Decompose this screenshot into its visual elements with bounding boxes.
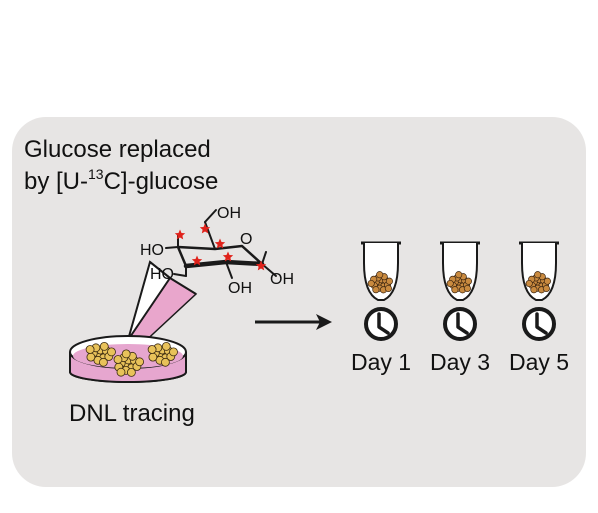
cell-cluster: [113, 349, 145, 377]
cell-pellet: [525, 271, 551, 294]
title-suffix: C]-glucose: [104, 168, 219, 195]
cell-clusters: [85, 341, 178, 377]
carbon-13-star: [174, 229, 186, 240]
carbon-13-markers: [174, 223, 267, 271]
panel-background: [12, 117, 586, 487]
panel-title-line1: Glucose replaced: [24, 136, 211, 163]
clock-icon: [364, 307, 398, 341]
cell-pellet: [446, 271, 472, 294]
label-ho-bottom-left: HO: [150, 266, 174, 283]
cell-pellet: [367, 271, 393, 294]
cell-cluster: [147, 341, 178, 367]
timepoint-label: Day 1: [351, 349, 411, 375]
label-oh-top: OH: [217, 205, 241, 222]
title-superscript: 13: [88, 166, 104, 182]
petri-dish-icon: [69, 335, 187, 383]
dish-caption: DNL tracing: [69, 400, 195, 427]
arrow-right-icon: [255, 314, 332, 330]
glucose-labels: OH HO HO OH OH O: [140, 205, 294, 297]
carbon-13-star: [255, 260, 267, 271]
timepoint-label: Day 5: [509, 349, 569, 375]
timepoint: Day 1: [351, 241, 411, 375]
title-prefix: by [U-: [24, 168, 88, 195]
label-ho-left: HO: [140, 242, 164, 259]
cell-cluster: [85, 341, 116, 367]
label-oh-bottom: OH: [228, 280, 252, 297]
carbon-13-star: [199, 223, 211, 234]
carbon-13-star: [214, 238, 226, 249]
label-oh-right: OH: [270, 271, 294, 288]
timepoints: Day 1 Day 3 Day 5: [351, 241, 569, 375]
panel-title-line2: by [U-13C]-glucose: [24, 166, 218, 195]
carbon-13-star: [222, 251, 234, 262]
tube-icon: [361, 241, 401, 301]
light-cone: [126, 260, 198, 347]
timepoint: Day 5: [509, 241, 569, 375]
timepoint-label: Day 3: [430, 349, 490, 375]
tube-icon: [519, 241, 559, 301]
clock-icon: [522, 307, 556, 341]
label-ring-oxygen: O: [240, 231, 252, 248]
timepoint: Day 3: [430, 241, 490, 375]
carbon-13-star: [191, 255, 203, 266]
tube-icon: [440, 241, 480, 301]
clock-icon: [443, 307, 477, 341]
